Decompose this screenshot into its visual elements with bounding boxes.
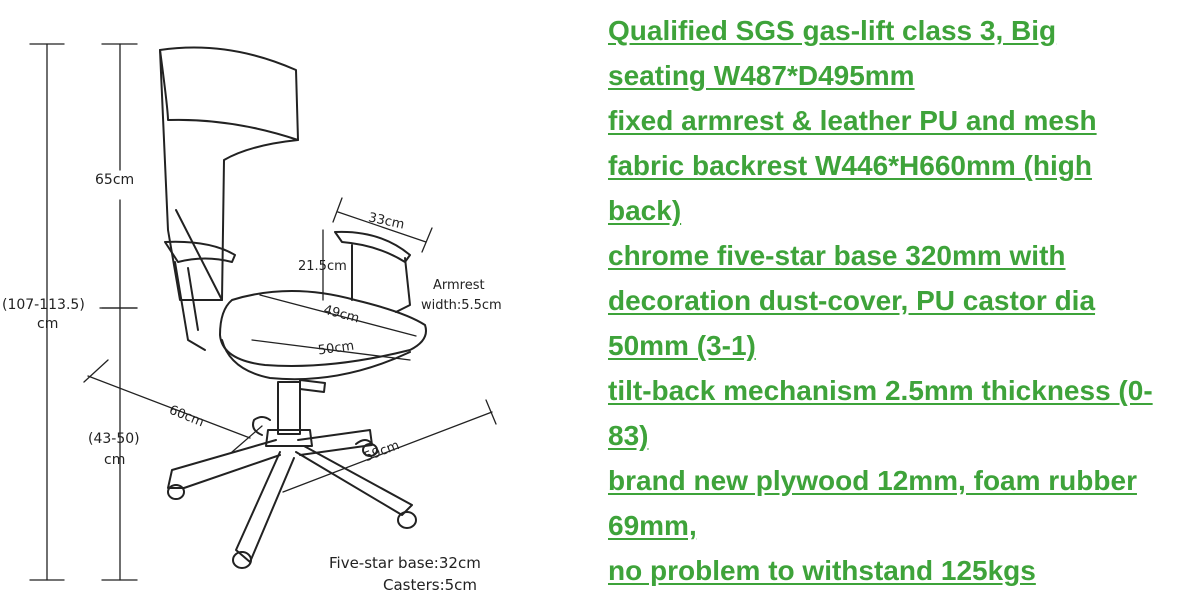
armrest-left <box>164 240 236 351</box>
spec-line-7[interactable]: decoration dust-cover, PU castor dia <box>608 285 1096 316</box>
chair-line-drawing <box>29 43 497 581</box>
label-armrest-height: 21.5cm <box>298 259 347 274</box>
label-total-height-unit: cm <box>37 316 59 332</box>
specification-list: Qualified SGS gas-lift class 3, Big seat… <box>608 8 1193 593</box>
dimension-lines <box>29 43 497 581</box>
label-casters: Casters:5cm <box>383 576 478 594</box>
spec-line-5[interactable]: back) <box>608 195 682 226</box>
spec-line-3[interactable]: fixed armrest & leather PU and mesh <box>608 105 1097 136</box>
label-total-height-range: (107-113.5) <box>2 297 85 313</box>
backrest <box>159 46 299 301</box>
spec-line-4[interactable]: fabric backrest W446*H660mm (high <box>608 150 1092 181</box>
chair-dimension-diagram: 65cm 33cm 21.5cm Armrest width:5.5cm 49c… <box>2 43 502 594</box>
label-armrest-width: width:5.5cm <box>421 298 502 313</box>
spec-line-2[interactable]: seating W487*D495mm <box>608 60 915 91</box>
spec-line-1[interactable]: Qualified SGS gas-lift class 3, Big <box>608 15 1057 46</box>
label-five-star-base: Five-star base:32cm <box>329 554 481 572</box>
spec-line-11[interactable]: brand new plywood 12mm, foam rubber <box>608 465 1137 496</box>
spec-line-13[interactable]: no problem to withstand 125kgs <box>608 555 1036 586</box>
armrest-right <box>334 230 411 313</box>
label-seat-height-range: (43-50) <box>88 431 140 447</box>
label-back-height: 65cm <box>95 172 135 188</box>
spec-line-9[interactable]: tilt-back mechanism 2.5mm thickness (0- <box>608 375 1153 406</box>
spec-line-6[interactable]: chrome five-star base 320mm with <box>608 240 1066 271</box>
spec-line-12[interactable]: 69mm, <box>608 510 697 541</box>
label-armrest-width-title: Armrest <box>433 278 485 293</box>
spec-line-10[interactable]: 83) <box>608 420 649 451</box>
seat <box>219 290 427 381</box>
spec-line-8[interactable]: 50mm (3-1) <box>608 330 756 361</box>
five-star-base <box>167 379 417 569</box>
label-seat-height-unit: cm <box>104 452 126 468</box>
